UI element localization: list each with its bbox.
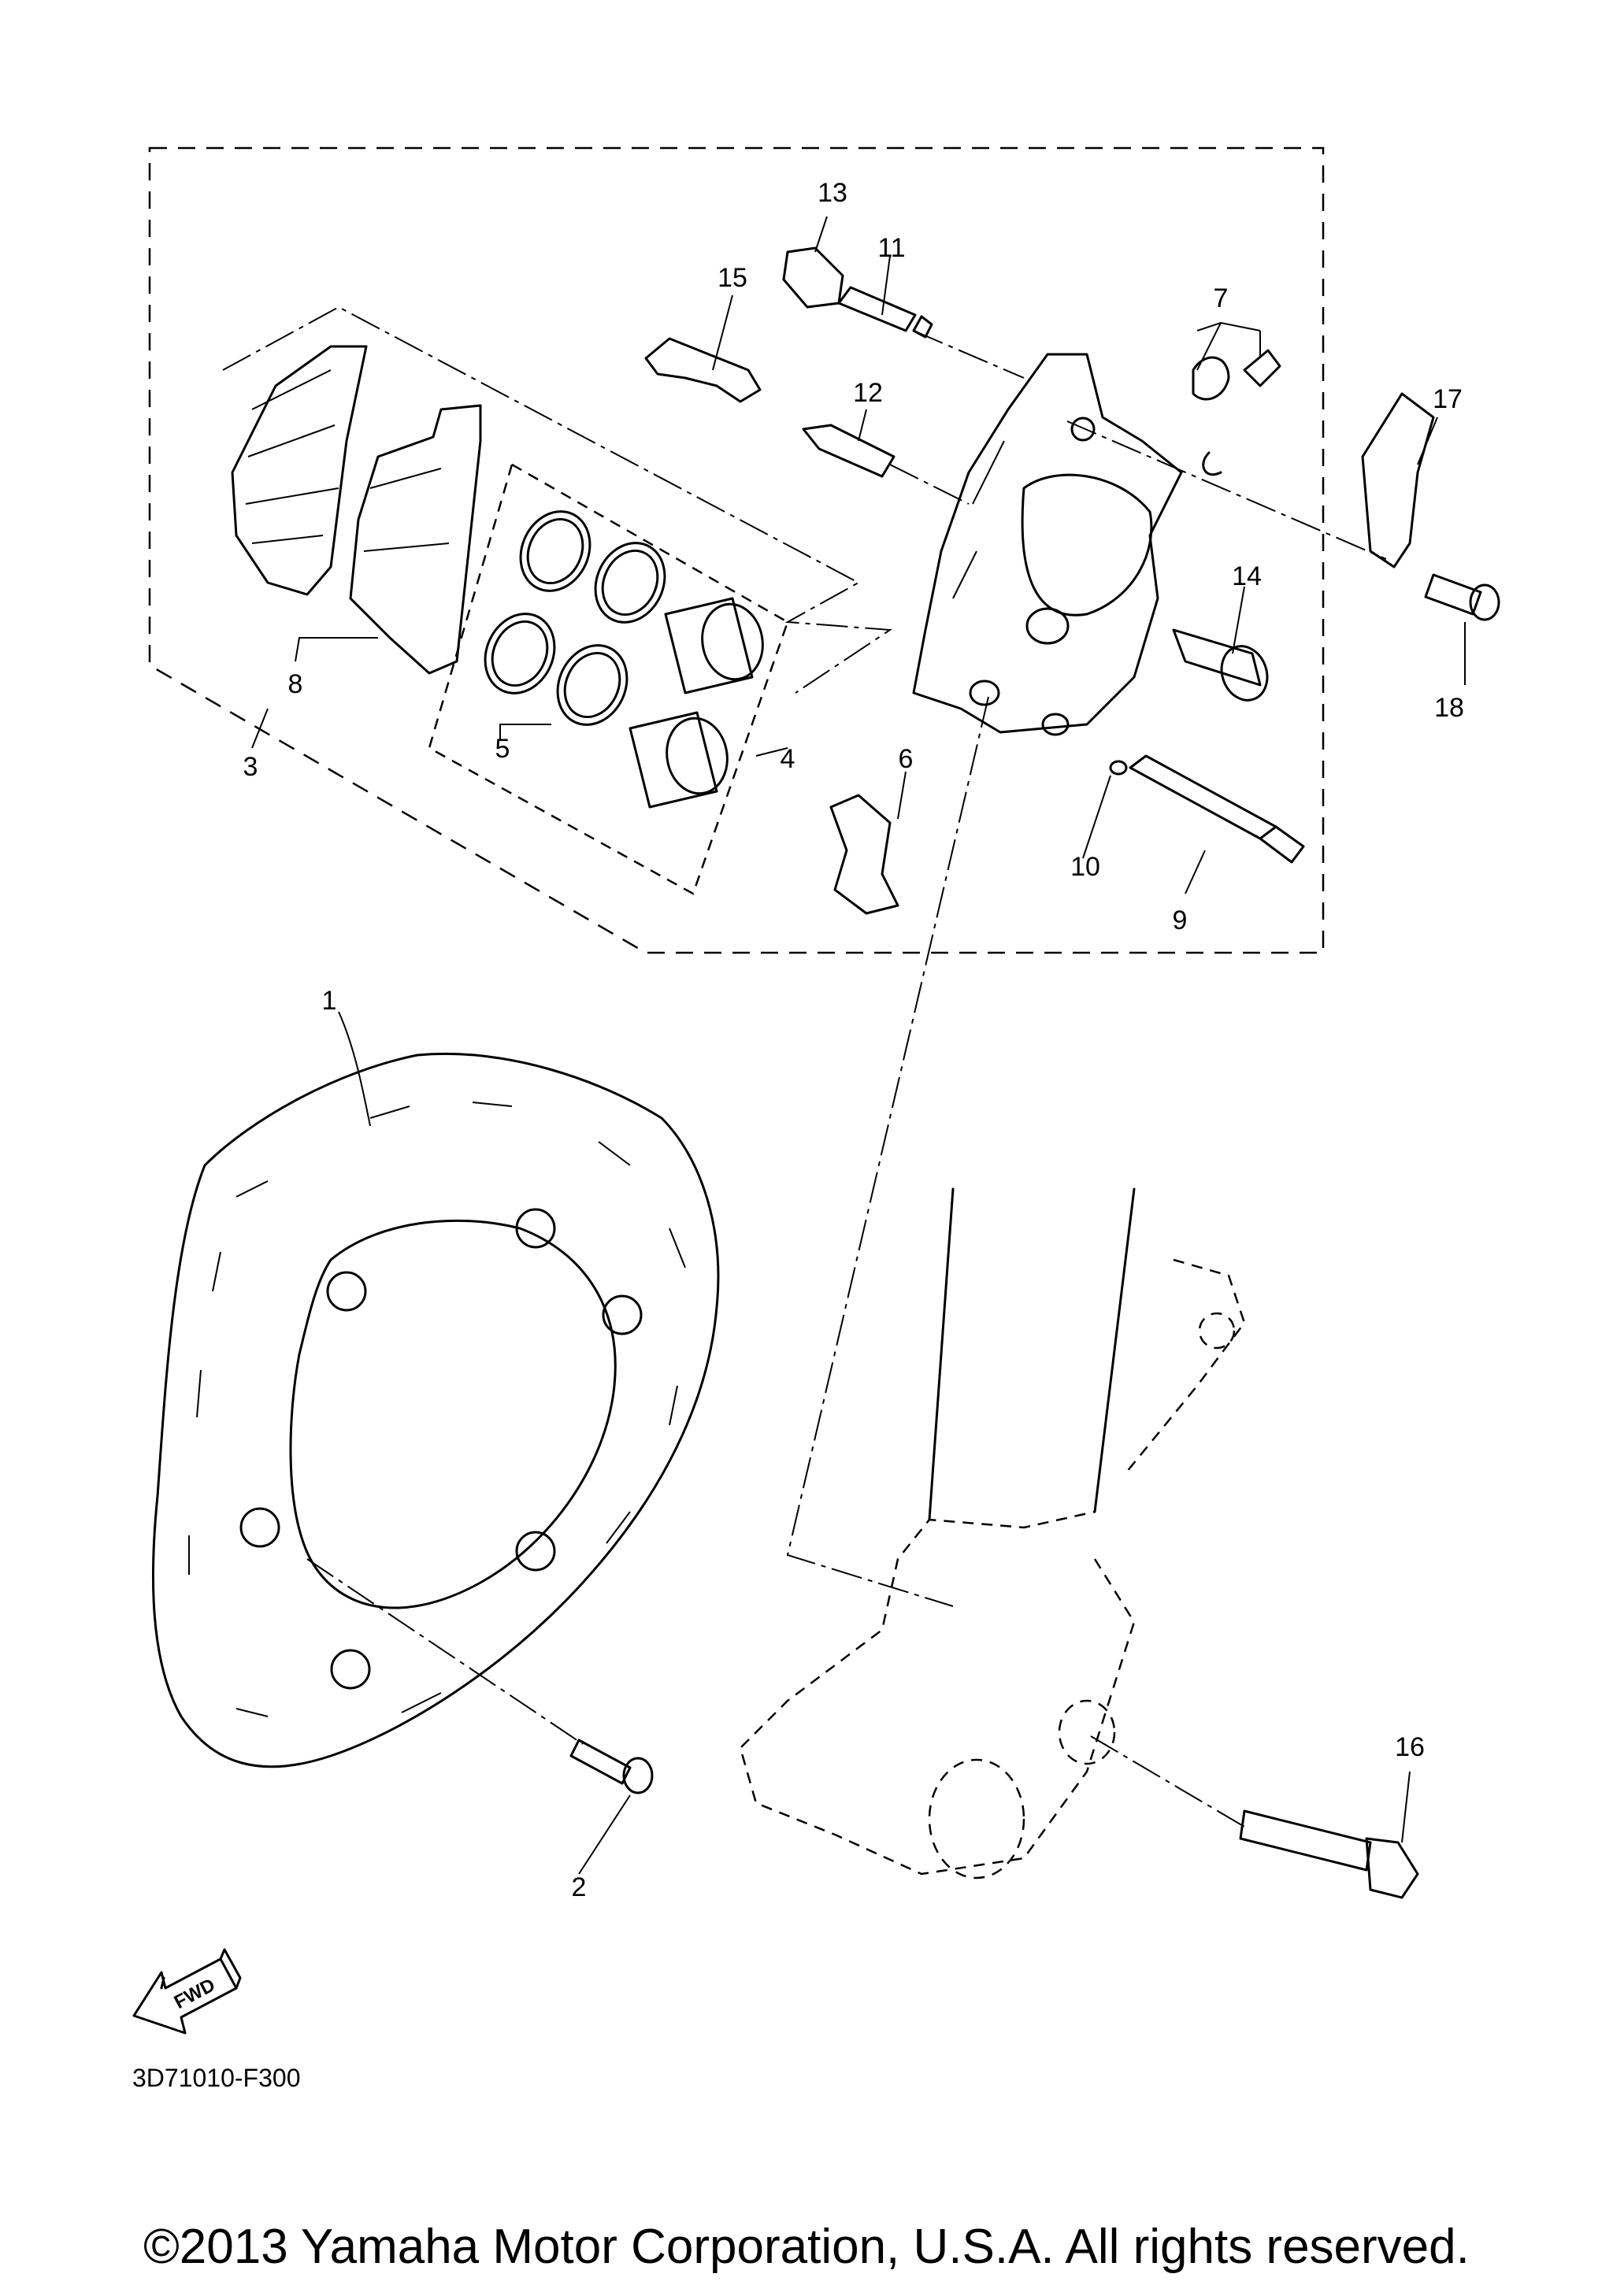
callout-11: 11 (877, 233, 905, 263)
callout-17: 17 (1433, 384, 1463, 414)
callout-leaders (251, 216, 1466, 1875)
callout-13: 13 (818, 178, 847, 208)
copyright-notice: ©2013 Yamaha Motor Corporation, U.S.A. A… (143, 2220, 1470, 2274)
callout-1: 1 (322, 986, 337, 1016)
callout-15: 15 (718, 263, 747, 293)
front-fork-outline (739, 1187, 1246, 1879)
caliper-mounting-bolt (1239, 1809, 1419, 1899)
pad-spring (644, 337, 762, 403)
callout-labels: 1 2 3 4 5 6 7 8 9 10 11 12 13 14 15 16 1… (243, 178, 1464, 1902)
brake-pad-set (231, 345, 482, 675)
callout-8: 8 (288, 669, 303, 699)
callout-14: 14 (1232, 561, 1262, 591)
alignment-lines (306, 330, 1387, 1828)
callout-12: 12 (853, 378, 883, 408)
caliper-body (912, 353, 1183, 736)
callout-3: 3 (243, 752, 258, 782)
callout-9: 9 (1173, 905, 1188, 935)
callout-7: 7 (1214, 283, 1229, 313)
callout-18: 18 (1434, 693, 1464, 723)
pad-pin (1129, 754, 1305, 864)
callout-4: 4 (781, 744, 795, 774)
bushing (782, 246, 844, 309)
hose-bracket (1361, 392, 1435, 568)
forward-direction-arrow: FWD (132, 1948, 242, 2035)
callout-10: 10 (1070, 852, 1100, 882)
washer (1109, 760, 1128, 776)
callout-6: 6 (899, 744, 914, 774)
callout-2: 2 (572, 1872, 587, 1902)
piston-seal-set (484, 510, 666, 726)
caliper-pin (1172, 628, 1269, 702)
pad-set-boundary (222, 306, 892, 694)
caliper-assembly-boundary (148, 146, 1325, 954)
pad-support (829, 794, 899, 915)
diagram-code: 3D71010-F300 (132, 2064, 300, 2092)
callout-5: 5 (495, 734, 510, 764)
bracket-bolt (1424, 573, 1500, 621)
callout-16: 16 (1395, 1732, 1425, 1762)
fwd-label: FWD (171, 1974, 219, 2013)
bleed-screw (1192, 349, 1281, 476)
piston-set (629, 597, 764, 809)
disc-bolt (569, 1739, 654, 1794)
brake-disc (151, 1052, 720, 1768)
